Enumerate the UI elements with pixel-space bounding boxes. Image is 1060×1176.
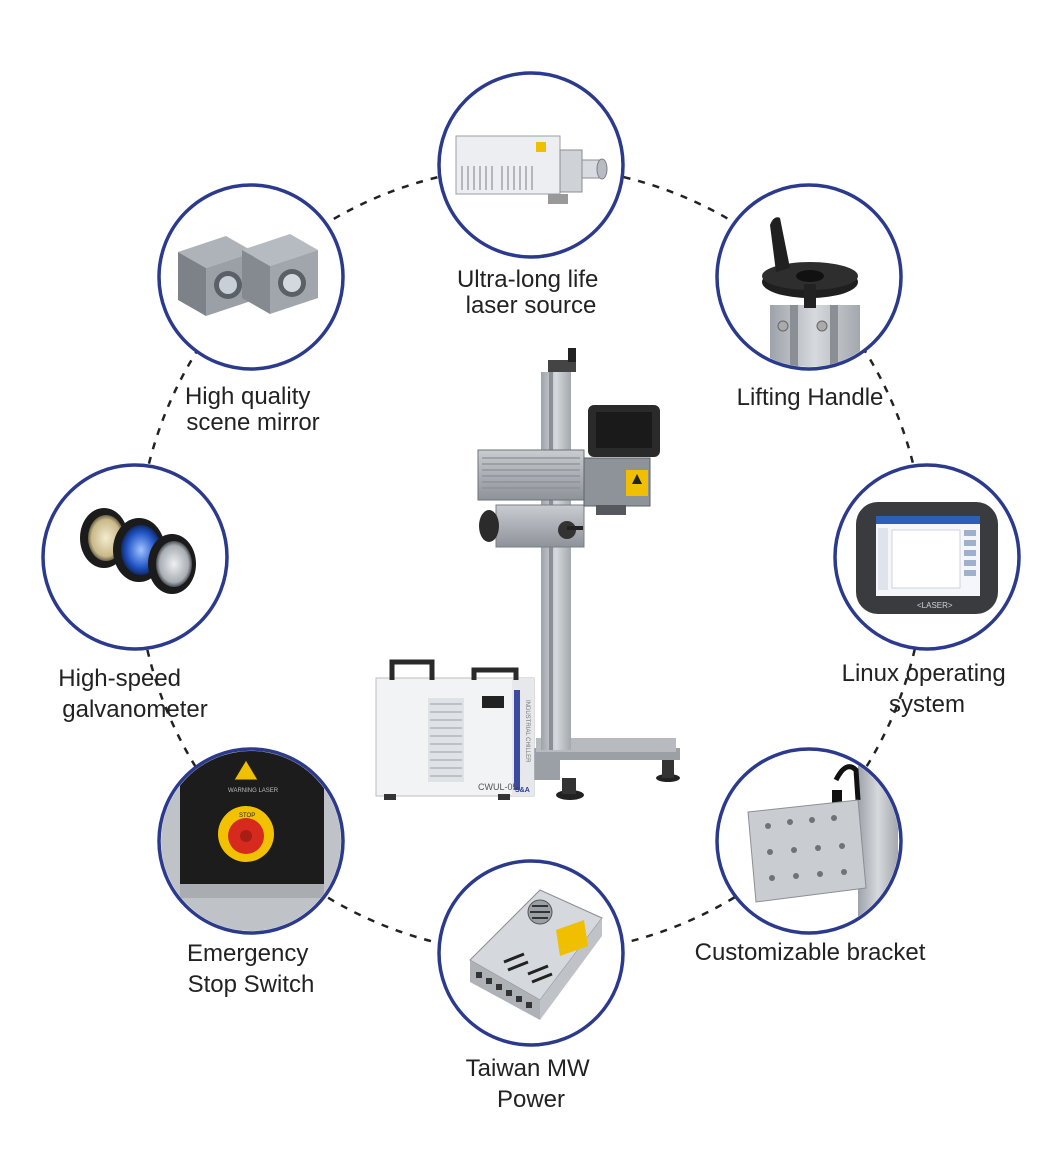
feature-label-laser-source: Ultra-long life laser source: [457, 266, 605, 319]
tablet-screen-icon: <LASER>: [856, 502, 998, 614]
feature-mw-power: [437, 859, 625, 1047]
feature-bracket: [715, 747, 903, 935]
feature-estop: WARNING LASER STOP: [157, 747, 345, 935]
feature-label-estop: Emergency Stop Switch: [187, 940, 315, 998]
feature-galvo: [41, 463, 229, 651]
feature-label-line: Power: [497, 1086, 565, 1113]
feature-label-line: scene mirror: [186, 409, 319, 436]
feature-label-line: laser source: [466, 292, 597, 319]
feature-label-line: High quality: [185, 383, 310, 410]
lifting-handle-icon: [762, 217, 860, 367]
chiller-brand-label: S&A: [515, 787, 530, 794]
feature-label-galvo: High-speed galvanometer: [58, 665, 207, 723]
stop-label: STOP: [239, 813, 255, 819]
feature-label-lifting-handle: Lifting Handle: [737, 384, 884, 411]
chiller-side-label: INDUSTRIAL CHILLER: [524, 700, 530, 763]
feature-label-line: Taiwan MW: [466, 1055, 590, 1082]
feature-label-bracket: Customizable bracket: [695, 939, 926, 966]
feature-label-line: Linux operating: [842, 660, 1006, 687]
chiller-model-label: CWUL-05: [478, 782, 518, 792]
feature-label-line: galvanometer: [62, 696, 207, 723]
feature-label-line: Customizable bracket: [695, 939, 926, 966]
feature-linux-os: <LASER>: [833, 463, 1021, 651]
feature-label-line: Emergency: [187, 940, 308, 967]
lens-icon: [80, 508, 196, 594]
feature-label-mirror: High quality scene mirror: [185, 383, 320, 436]
feature-lifting-handle: [715, 183, 903, 371]
feature-mirror: [157, 183, 345, 371]
feature-label-line: Ultra-long life: [457, 266, 598, 293]
stop-button-icon: WARNING LASER STOP: [161, 751, 341, 931]
tablet-brand-label: <LASER>: [917, 601, 953, 610]
warning-label: WARNING LASER: [228, 788, 279, 794]
feature-label-line: Lifting Handle: [737, 384, 884, 411]
laser-source-icon: [455, 135, 608, 204]
mirror-block-icon: [178, 234, 318, 316]
laser-marking-machine-image: CWUL-05 S&A INDUSTRIAL CHILLER: [375, 348, 680, 800]
power-supply-icon: [469, 889, 603, 1020]
feature-label-line: Stop Switch: [188, 971, 315, 998]
feature-label-line: High-speed: [58, 665, 181, 692]
feature-label-line: system: [889, 691, 965, 718]
feature-laser-source: [437, 71, 625, 259]
feature-label-linux-os: Linux operating system: [842, 660, 1013, 718]
feature-label-mw-power: Taiwan MW Power: [466, 1055, 597, 1113]
